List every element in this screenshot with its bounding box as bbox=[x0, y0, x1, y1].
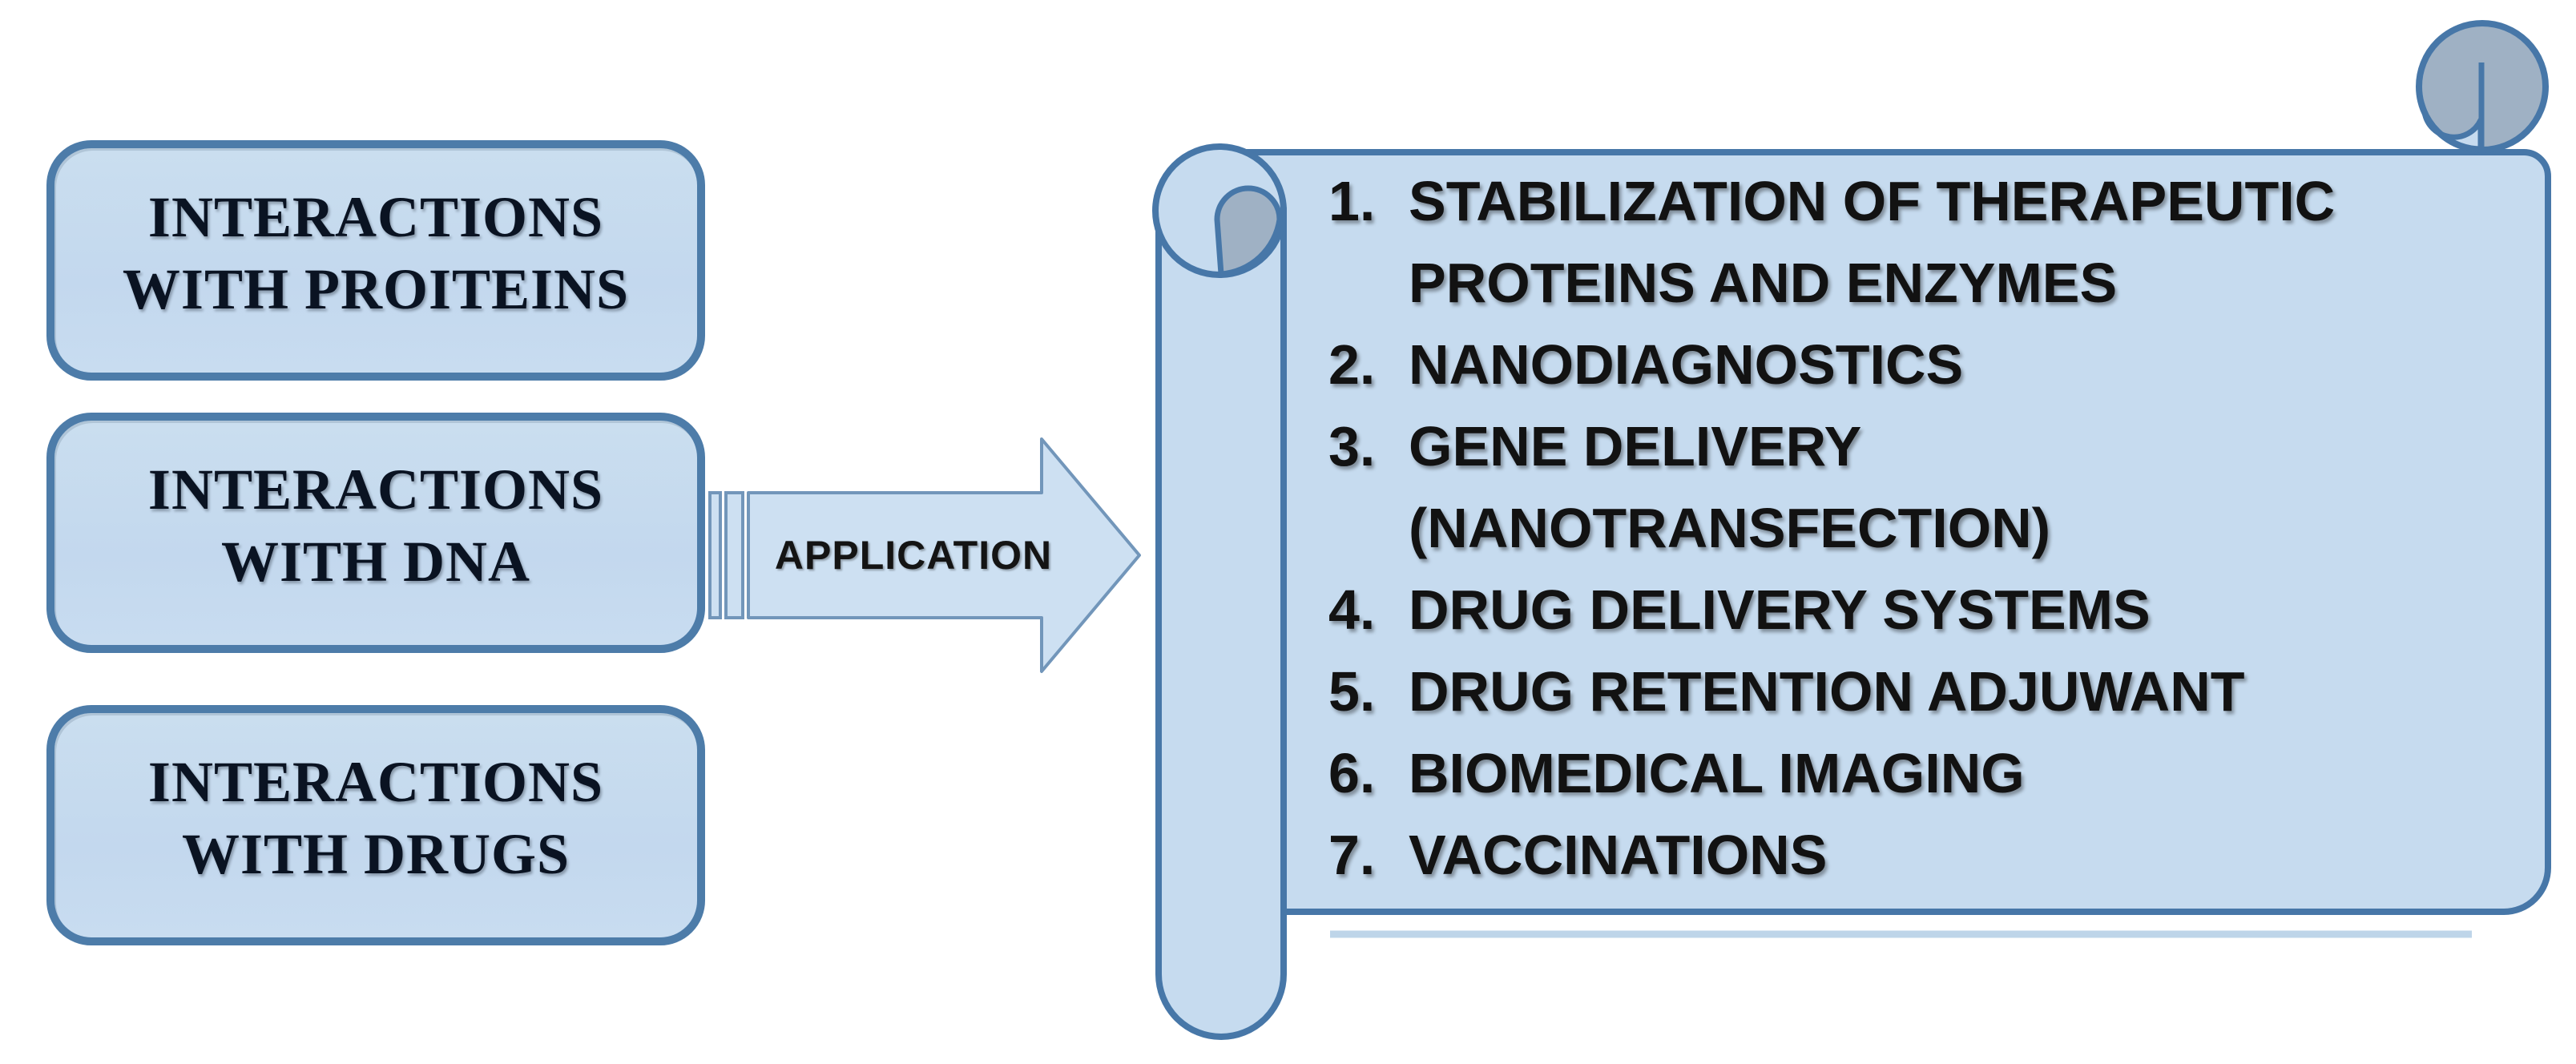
application-item-number: 5. bbox=[1328, 660, 1376, 723]
application-item-number: 3. bbox=[1328, 415, 1376, 478]
application-item-number: 4. bbox=[1328, 578, 1376, 641]
application-item-number: 7. bbox=[1328, 824, 1376, 886]
application-item-text: NANODIAGNOSTICS bbox=[1409, 333, 1964, 396]
box-interactions-with-dna: INTERACTIONS WITH DNA bbox=[46, 413, 705, 653]
box-text-line: INTERACTIONS bbox=[147, 750, 604, 814]
striped-arrow-shape bbox=[708, 437, 1141, 673]
arrow-stripe-1 bbox=[708, 491, 722, 619]
application-item: 2. NANODIAGNOSTICS bbox=[1328, 324, 2506, 405]
application-item-number: 1. bbox=[1328, 170, 1376, 232]
application-item: 7. VACCINATIONS bbox=[1328, 814, 2506, 896]
application-item: 6. BIOMEDICAL IMAGING bbox=[1328, 732, 2506, 814]
application-item-number: 2. bbox=[1328, 333, 1376, 396]
application-item-text: DRUG RETENTION ADJUWANT bbox=[1409, 660, 2245, 723]
box-text-line: WITH DNA bbox=[220, 530, 531, 594]
application-item-text: DRUG DELIVERY SYSTEMS bbox=[1409, 578, 2151, 641]
application-item: 4. DRUG DELIVERY SYSTEMS bbox=[1328, 569, 2506, 651]
box-text-line: INTERACTIONS bbox=[147, 185, 604, 249]
scroll-left-curl-inner bbox=[1214, 185, 1283, 277]
arrow-stripe-2 bbox=[724, 491, 744, 619]
application-item-text: VACCINATIONS bbox=[1409, 824, 1828, 886]
arrow-body bbox=[747, 437, 1141, 673]
box-interactions-with-drugs: INTERACTIONS WITH DRUGS bbox=[46, 705, 705, 945]
application-arrow-label: APPLICATION bbox=[774, 533, 1053, 578]
box-text-line: WITH DRUGS bbox=[181, 822, 570, 886]
box-text-line: WITH PROITEINS bbox=[122, 257, 630, 321]
application-item: 3. GENE DELIVERY(NANOTRANSFECTION) bbox=[1328, 405, 2506, 569]
application-arrow: APPLICATION bbox=[753, 493, 1074, 618]
application-item: 5. DRUG RETENTION ADJUWANT bbox=[1328, 651, 2506, 732]
scroll-left-roll bbox=[1155, 208, 1287, 1040]
application-item-text: BIOMEDICAL IMAGING bbox=[1409, 742, 2025, 804]
scroll-shape bbox=[1152, 20, 2551, 1040]
application-item-text: GENE DELIVERY(NANOTRANSFECTION) bbox=[1409, 415, 2051, 559]
box-interactions-with-proteins: INTERACTIONS WITH PROITEINS bbox=[46, 140, 705, 381]
application-item-number: 6. bbox=[1328, 742, 1376, 804]
box-text-line: INTERACTIONS bbox=[147, 457, 604, 522]
